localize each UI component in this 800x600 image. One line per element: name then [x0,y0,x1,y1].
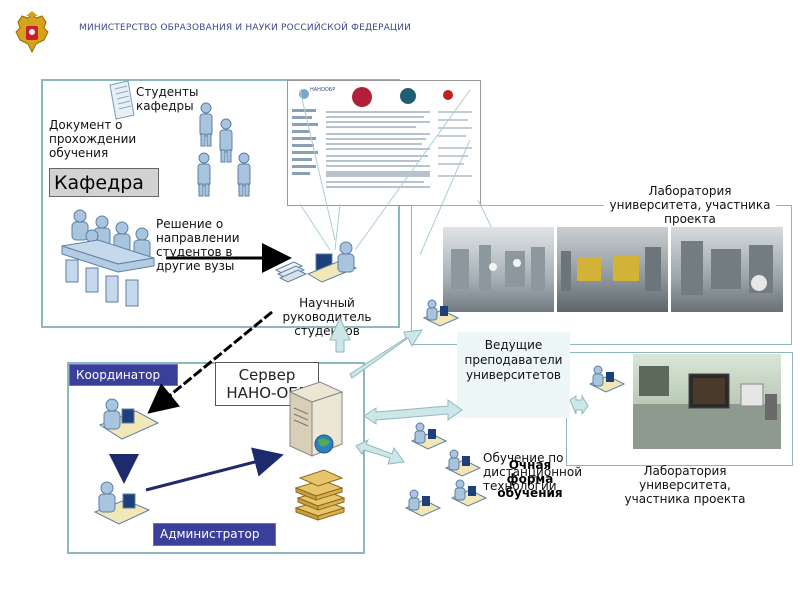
administrator-badge: Администратор [153,523,276,546]
lab-top-photos [443,227,783,312]
website-screenshot: НАНООБР [287,80,481,206]
fulltime-label: Очная форма обучения [497,458,563,500]
students-department-label: Студенты кафедры [136,85,199,113]
server-tower-icon [284,378,346,458]
server-to-supervisor-arrow [329,316,351,353]
document-icon [108,80,136,121]
lab-photo-1 [443,227,554,312]
server-to-lab-arrow [349,329,423,379]
kafedra-label: Кафедра [49,168,159,197]
lab-bottom-photo [633,354,781,449]
lab-bottom-label: Лаборатория университета, участника прое… [624,464,746,506]
meeting-table-icon [58,206,158,310]
administrator-workstation-icon [93,478,153,526]
russian-emblem-icon [12,10,52,58]
lab-photo-2 [557,227,668,312]
server-to-students-arrow [355,438,405,465]
server-to-teachers-arrow [363,399,463,425]
website-logo: НАНООБР [310,87,336,93]
ministry-title: МИНИСТЕРСТВО ОБРАЗОВАНИЯ И НАУКИ РОССИЙС… [79,23,412,33]
decision-label: Решение о направлении студентов в другие… [156,217,240,273]
supervisor-label: Научный руководитель студентов [282,296,372,338]
website-sidebar [292,109,322,199]
distance-learning-label: Обучение по дистанционной технологии [483,451,583,493]
document-label: Документ о прохождении обучения [49,118,137,160]
admin-to-server-arrow [145,447,284,492]
students-group-icon [190,100,256,206]
lab-top-label: Лаборатория университета, участника прое… [604,184,776,226]
teachers-to-lab-arrow [569,394,589,416]
lab-photo-3 [671,227,783,312]
coordinator-workstation-icon [98,395,160,447]
website-content [326,111,434,199]
lab-top-frame [411,205,792,345]
coordinator-badge: Координатор [69,364,178,386]
supervisor-to-coordinator-arrow [147,310,273,414]
books-stack-icon [292,469,348,521]
website-rightbar [438,111,474,191]
teachers-box: Ведущие преподаватели университетов [457,332,570,418]
